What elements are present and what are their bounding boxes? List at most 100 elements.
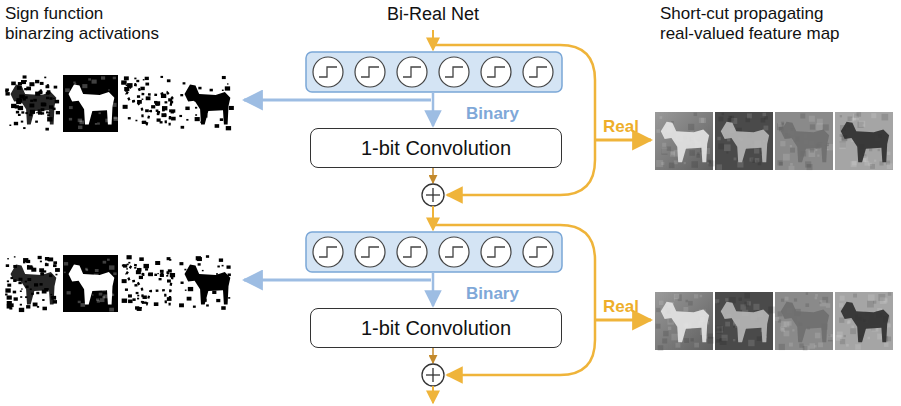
speckle	[228, 297, 230, 299]
speckle	[121, 80, 126, 84]
texture	[783, 154, 790, 161]
texture	[880, 297, 887, 304]
speckle	[36, 112, 38, 113]
texture	[848, 320, 851, 323]
speckle	[193, 306, 196, 308]
texture	[722, 113, 725, 116]
map-ground	[63, 255, 118, 312]
speckle	[128, 294, 132, 297]
texture	[887, 324, 891, 328]
speckle	[40, 89, 42, 91]
speckle	[92, 80, 97, 84]
speckle	[67, 291, 71, 294]
step-curve	[529, 247, 547, 257]
speckle	[167, 257, 171, 260]
speckle	[20, 304, 22, 306]
speckle	[5, 294, 7, 296]
map-ground	[655, 112, 713, 170]
texture	[778, 123, 782, 127]
speckle	[140, 87, 144, 91]
real-arrow	[595, 319, 651, 322]
texture	[780, 327, 784, 331]
speckle	[27, 265, 32, 269]
speckle	[14, 297, 18, 300]
texture	[870, 164, 875, 169]
sign-symbol	[439, 57, 469, 87]
speckle	[160, 121, 163, 123]
speckle	[7, 301, 12, 305]
texture	[850, 328, 856, 334]
texture	[810, 148, 814, 152]
texture	[700, 295, 703, 298]
speckle	[222, 90, 224, 91]
speckle	[69, 118, 72, 121]
horse-shape	[69, 265, 115, 305]
horse-shape	[69, 85, 115, 125]
texture	[839, 142, 845, 148]
speckle	[38, 256, 42, 259]
texture	[716, 339, 720, 343]
texture	[691, 161, 698, 168]
texture	[661, 149, 667, 155]
step-curve	[529, 67, 547, 77]
speckle	[196, 256, 201, 260]
speckle	[215, 124, 220, 128]
texture	[669, 163, 675, 169]
texture	[733, 339, 735, 341]
speckle	[167, 79, 171, 82]
texture	[855, 344, 861, 350]
speckle	[21, 80, 26, 84]
texture	[878, 149, 880, 151]
speckle	[151, 105, 155, 108]
speckle	[14, 122, 18, 125]
texture	[656, 324, 661, 329]
step-curve	[445, 67, 463, 77]
conv-box: 1-bit Convolution	[310, 128, 562, 168]
speckle	[216, 299, 220, 302]
texture	[656, 129, 660, 133]
texture	[779, 162, 783, 166]
speckle	[227, 83, 229, 84]
texture	[839, 318, 844, 323]
speckle	[24, 88, 27, 90]
speckle	[109, 265, 114, 269]
map-ground	[5, 75, 60, 132]
texture	[764, 116, 767, 119]
output-line	[432, 386, 434, 403]
speckle	[5, 92, 9, 95]
texture	[748, 340, 754, 346]
texture	[662, 338, 667, 343]
binary-map	[5, 255, 60, 312]
speckle	[124, 76, 129, 80]
speckle	[45, 128, 48, 131]
texture	[882, 114, 889, 121]
real-map	[835, 292, 893, 350]
speckle	[74, 83, 76, 84]
texture	[800, 113, 805, 118]
speckle	[100, 298, 105, 302]
input-line	[432, 206, 434, 230]
texture	[816, 123, 823, 130]
speckle	[99, 112, 101, 114]
speckle	[125, 288, 128, 290]
texture	[809, 116, 815, 122]
step-curve	[403, 67, 421, 77]
speckle	[23, 75, 27, 78]
speckle	[95, 123, 97, 125]
speckle	[73, 82, 75, 84]
sign-circle	[523, 237, 553, 267]
sign-symbol	[439, 237, 469, 267]
texture	[696, 154, 700, 158]
speckle	[113, 77, 116, 80]
speckle	[20, 290, 22, 292]
speckle	[7, 258, 9, 259]
speckle	[19, 308, 24, 312]
texture	[753, 304, 759, 310]
texture	[716, 164, 722, 170]
speckle	[64, 262, 68, 265]
texture	[724, 144, 731, 151]
texture	[874, 160, 876, 162]
speckle	[99, 293, 103, 296]
speckle	[26, 260, 30, 263]
texture	[867, 337, 870, 340]
